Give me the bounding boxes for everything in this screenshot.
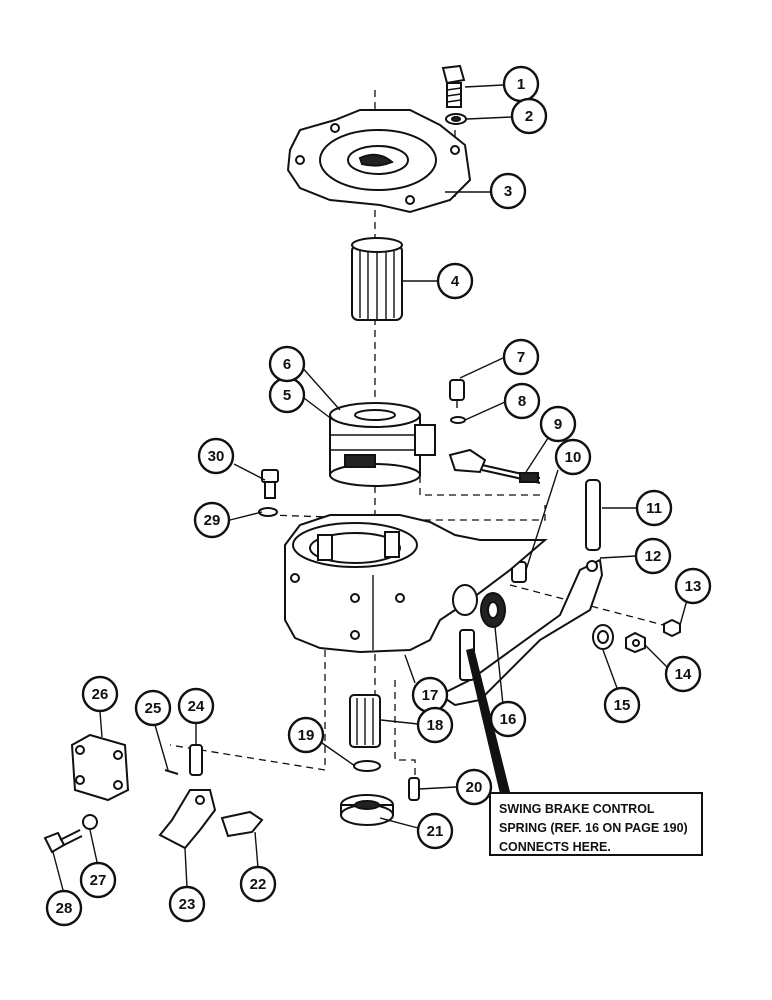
- callout-label: 19: [298, 727, 315, 744]
- nut-part-14: [625, 631, 646, 654]
- nut-part-13: [663, 618, 681, 638]
- note-line-1: SWING BRAKE CONTROL: [499, 802, 655, 816]
- brake-housing-part-17: [284, 514, 548, 654]
- pin-part-7: [449, 379, 465, 408]
- callout-19: 19: [287, 716, 325, 754]
- callout-label: 17: [422, 687, 439, 704]
- callout-label: 22: [250, 876, 267, 893]
- pin-part-24: [189, 744, 203, 776]
- washer-part-27: [82, 814, 98, 830]
- callout-label: 4: [451, 273, 460, 290]
- callout-label: 9: [554, 416, 562, 433]
- note-line-2: SPRING (REF. 16 ON PAGE 190): [499, 821, 688, 835]
- callout-label: 30: [208, 448, 225, 465]
- callout-label: 3: [504, 183, 512, 200]
- callout-label: 28: [56, 900, 73, 917]
- snap-ring-part-19: [353, 760, 381, 772]
- note-line-3: CONNECTS HERE.: [499, 840, 611, 854]
- callout-25: 25: [134, 689, 172, 727]
- callout-label: 18: [427, 717, 444, 734]
- callout-leaders: [52, 84, 688, 891]
- callout-label: 20: [466, 779, 483, 796]
- spring-note-box: SWING BRAKE CONTROL SPRING (REF. 16 ON P…: [489, 792, 703, 856]
- callout-30: 30: [197, 437, 235, 475]
- callout-label: 10: [565, 449, 582, 466]
- callout-3: 3: [489, 172, 527, 210]
- callout-21: 21: [416, 812, 454, 850]
- callout-23: 23: [168, 885, 206, 923]
- bolt-part-1: [441, 64, 466, 108]
- callout-13: 13: [674, 567, 712, 605]
- connector-part-22: [220, 810, 264, 838]
- callout-28: 28: [45, 889, 83, 927]
- callout-4: 4: [436, 262, 474, 300]
- callout-label: 11: [646, 500, 662, 517]
- callout-label: 25: [145, 700, 162, 717]
- seal-part-16: [480, 592, 506, 628]
- callout-11: 11: [635, 489, 673, 527]
- callout-label: 1: [517, 76, 525, 93]
- callout-label: 8: [518, 393, 526, 410]
- washer-part-8: [450, 416, 466, 424]
- washer-part-29: [258, 507, 278, 517]
- callout-label: 23: [179, 896, 196, 913]
- callout-label: 27: [90, 872, 107, 889]
- callout-22: 22: [239, 865, 277, 903]
- callout-16: 16: [489, 700, 527, 738]
- washer-part-2: [445, 113, 467, 125]
- callout-29: 29: [193, 501, 231, 539]
- callout-label: 15: [614, 697, 631, 714]
- callout-15: 15: [603, 686, 641, 724]
- note-pointer: [466, 648, 510, 794]
- splined-coupler-part-18: [349, 694, 381, 748]
- bearing-part-21: [340, 794, 394, 826]
- callout-12: 12: [634, 537, 672, 575]
- callout-14: 14: [664, 655, 702, 693]
- callout-20: 20: [455, 768, 493, 806]
- bolt-part-28: [43, 829, 83, 854]
- callout-1: 1: [502, 65, 540, 103]
- callout-26: 26: [81, 675, 119, 713]
- callout-label: 16: [500, 711, 517, 728]
- cover-plate-part-3: [286, 109, 472, 214]
- bushing-part-15: [592, 624, 614, 650]
- lever-arm-part-12: [438, 558, 604, 707]
- brake-disc-assembly-part-5-6: [329, 402, 436, 487]
- callout-27: 27: [79, 861, 117, 899]
- callout-5: 5: [268, 376, 306, 414]
- callout-2: 2: [510, 97, 548, 135]
- lever-part-23: [158, 789, 217, 850]
- callout-10: 10: [554, 438, 592, 476]
- callout-label: 12: [645, 548, 662, 565]
- pin-part-25: [164, 769, 179, 775]
- callout-label: 26: [92, 686, 109, 703]
- callout-9: 9: [539, 405, 577, 443]
- callout-24: 24: [177, 687, 215, 725]
- callout-7: 7: [502, 338, 540, 376]
- callout-label: 21: [427, 823, 444, 840]
- splined-shaft-part-4: [351, 237, 403, 321]
- callout-label: 14: [675, 666, 692, 683]
- callout-6: 6: [268, 345, 306, 383]
- callout-17: 17: [411, 676, 449, 714]
- bolt-part-30: [261, 469, 279, 499]
- bracket-part-26: [70, 733, 130, 802]
- callout-label: 7: [517, 349, 525, 366]
- callout-18: 18: [416, 706, 454, 744]
- callout-label: 5: [283, 387, 291, 404]
- roll-pin-part-20: [408, 777, 420, 801]
- callout-label: 29: [204, 512, 221, 529]
- long-pin-part-11: [585, 479, 601, 551]
- callout-label: 6: [283, 356, 291, 373]
- callout-label: 13: [685, 578, 702, 595]
- callout-8: 8: [503, 382, 541, 420]
- clevis-rod-part-9: [448, 448, 541, 484]
- callout-label: 24: [188, 698, 205, 715]
- callout-label: 2: [525, 108, 533, 125]
